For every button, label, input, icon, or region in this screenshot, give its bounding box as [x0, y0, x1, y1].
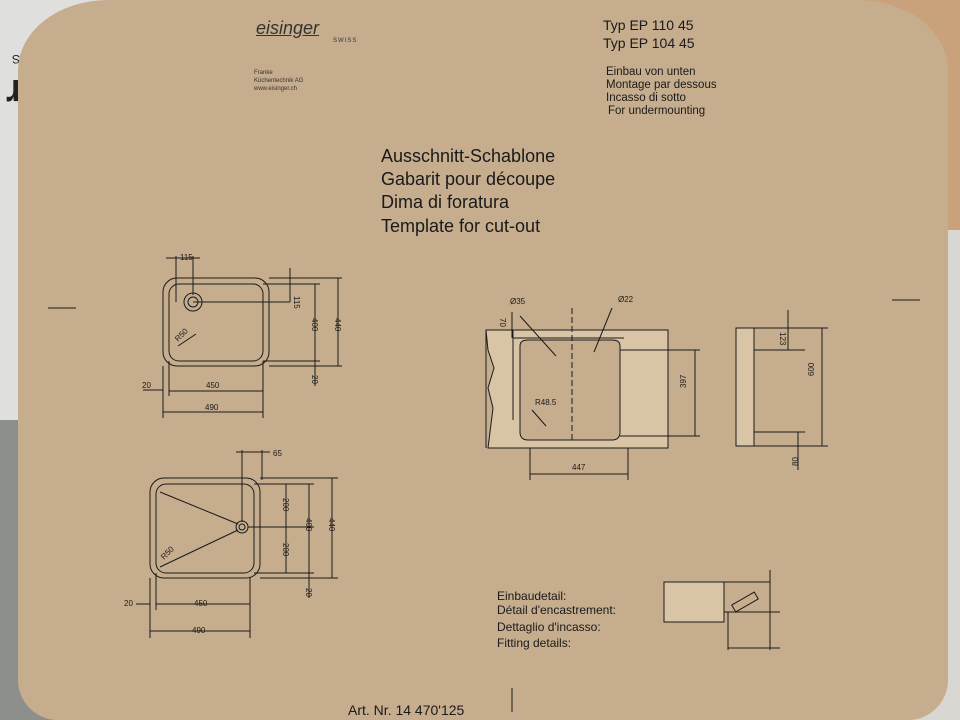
dim-top-radius: R50: [173, 326, 190, 343]
fitting-de: Einbaudetail:: [497, 589, 567, 603]
address-line-1: Franke: [254, 70, 273, 76]
dim-top-h-inner: 400: [310, 318, 319, 332]
title-it: Dima di foratura: [381, 192, 510, 212]
dim-sec-height: 397: [679, 374, 688, 388]
sink-section: [485, 307, 828, 480]
dim-bot-half2: 200: [281, 543, 290, 557]
dim-bot-radius: R50: [159, 544, 176, 561]
title-fr: Gabarit pour découpe: [381, 169, 556, 189]
technical-drawings: 115 115 400 440 20 R50 20 450 490 65 200…: [48, 253, 920, 712]
fitting-detail: [663, 570, 780, 650]
dim-sec-d2: Ø22: [618, 295, 634, 304]
cutout-template-sheet: [18, 0, 948, 720]
dim-bot-h-outer: 440: [327, 518, 336, 532]
sink-plan-top: [143, 256, 342, 418]
dim-top-w-outer: 490: [205, 403, 219, 412]
dim-top-left: 20: [142, 381, 151, 390]
fitting-en: Fitting details:: [497, 636, 572, 650]
dim-top-hole-v: 115: [292, 296, 301, 309]
dim-sec-radius: R48.5: [535, 398, 557, 407]
sink-plan-bottom: [136, 450, 338, 638]
dim-bot-hole: 65: [273, 449, 282, 458]
brand-logo: eisinger: [256, 18, 320, 38]
dim-sec-side-height: 600: [807, 362, 816, 376]
dim-sec-top: 70: [498, 318, 507, 327]
fitting-fr: Détail d'encastrement:: [497, 603, 617, 617]
dim-bot-bottom: 20: [304, 588, 313, 597]
mounting-fr: Montage par dessous: [606, 79, 717, 91]
dim-sec-d1: Ø35: [510, 297, 526, 306]
dim-sec-side-top: 123: [778, 332, 787, 346]
model-2: Typ EP 104 45: [603, 35, 695, 51]
article-number: Art. Nr. 14 470'125: [348, 702, 465, 718]
dim-bot-half1: 200: [281, 498, 290, 512]
mounting-en: For undermounting: [608, 105, 706, 117]
dim-bot-w-inner: 450: [194, 599, 208, 608]
dim-sec-side-bottom: 80: [791, 457, 800, 466]
dim-top-w-inner: 450: [206, 381, 220, 390]
title-de: Ausschnitt-Schablone: [381, 146, 556, 166]
dim-top-bottom: 20: [310, 375, 319, 384]
mounting-it: Incasso di sotto: [606, 92, 686, 104]
model-1: Typ EP 110 45: [603, 17, 694, 33]
dim-bot-h-inner: 400: [304, 518, 313, 532]
title-en: Template for cut-out: [381, 216, 541, 236]
mounting-de: Einbau von unten: [606, 66, 696, 78]
brand-sub: SWISS: [333, 38, 358, 44]
fitting-it: Dettaglio d'incasso:: [497, 620, 601, 634]
address-line-2: Küchentechnik AG: [254, 78, 304, 84]
dim-sec-width: 447: [572, 463, 586, 472]
dim-top-h-outer: 440: [333, 318, 342, 332]
address-line-3: www.eisinger.ch: [254, 86, 298, 92]
dim-bot-left: 20: [124, 599, 133, 608]
dim-bot-w-outer: 490: [192, 626, 206, 635]
dim-top-hole: 115: [180, 253, 193, 262]
